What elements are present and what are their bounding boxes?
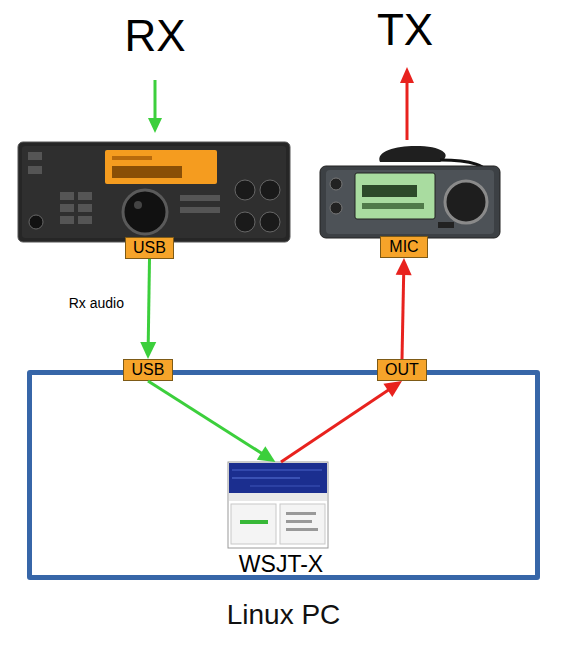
port-tag: OUT xyxy=(377,359,427,381)
tuning-knob xyxy=(123,190,167,234)
node-text: WSJT-X xyxy=(239,550,323,578)
waterfall-trace xyxy=(232,470,322,471)
key-button xyxy=(60,216,74,224)
transmitter-radio xyxy=(320,146,500,238)
node-text: OUT xyxy=(385,361,419,379)
receiver-radio xyxy=(18,142,290,242)
node-text: USB xyxy=(132,361,165,379)
control-bar xyxy=(286,528,318,531)
waterfall-trace xyxy=(250,486,320,487)
signal-label: RX xyxy=(124,11,185,61)
signal-arrow xyxy=(140,259,156,359)
arrow-line xyxy=(148,381,263,454)
port-tag: USB xyxy=(125,237,174,259)
radio-panel xyxy=(326,170,494,234)
key-button xyxy=(28,152,42,160)
radio-panel xyxy=(22,146,286,238)
key-button xyxy=(180,207,220,213)
radio-display xyxy=(105,150,217,184)
key-button xyxy=(60,192,74,200)
edge-label: Rx audio xyxy=(69,295,124,311)
node-text: MIC xyxy=(389,238,418,256)
control-bar xyxy=(240,520,268,524)
signal-arrow xyxy=(396,258,412,359)
decode-pane xyxy=(231,504,276,544)
display-meter xyxy=(112,156,152,160)
display-digits xyxy=(112,166,182,178)
computer-box: Linux PCUSBOUTWSJT-X xyxy=(27,370,540,580)
waterfall xyxy=(229,463,327,493)
arrow-line xyxy=(148,259,149,344)
rx-arrow-head xyxy=(148,118,162,133)
arrow-head xyxy=(140,342,156,359)
key-button xyxy=(438,222,454,228)
window-frame xyxy=(228,462,328,548)
small-knob xyxy=(260,212,280,232)
arrow-head xyxy=(396,258,412,275)
arrow-line xyxy=(281,389,390,462)
small-knob xyxy=(330,202,342,214)
small-knob xyxy=(260,180,280,200)
app-screenshot xyxy=(228,462,328,548)
arrow-line xyxy=(402,273,404,359)
lcd-status xyxy=(362,203,424,209)
knob-dimple xyxy=(134,201,142,209)
tx-arrow-line xyxy=(406,80,409,140)
arrow-head xyxy=(257,446,276,462)
small-knob xyxy=(330,178,342,190)
radio-lcd xyxy=(355,173,435,219)
port-tag: USB xyxy=(123,359,173,381)
tx-arrow-head xyxy=(400,67,414,83)
tuning-knob xyxy=(445,181,487,223)
key-button xyxy=(28,166,42,174)
radio-body xyxy=(320,166,500,238)
signal-arrow xyxy=(281,381,402,462)
node-text: USB xyxy=(133,239,166,257)
spectrum-strip xyxy=(229,493,327,501)
control-bar xyxy=(286,520,312,523)
small-knob xyxy=(235,212,255,232)
key-button xyxy=(180,195,220,201)
signal-label: TX xyxy=(377,5,433,55)
arrow-head xyxy=(383,381,402,397)
decode-pane xyxy=(280,504,325,544)
radio-body xyxy=(18,142,290,242)
lcd-digits xyxy=(362,185,417,197)
waterfall-trace xyxy=(232,478,300,479)
key-button xyxy=(60,204,74,212)
tx-arrow xyxy=(400,67,414,140)
control-bar xyxy=(286,512,316,515)
hand-microphone xyxy=(379,146,445,162)
box-heading: Linux PC xyxy=(32,599,535,631)
phone-jack xyxy=(29,215,43,229)
key-button xyxy=(78,204,92,212)
application-node: WSJT-X xyxy=(225,462,337,578)
key-button xyxy=(78,216,92,224)
small-knob xyxy=(235,180,255,200)
key-button xyxy=(78,192,92,200)
rx-arrow xyxy=(148,80,162,133)
rx-arrow-line xyxy=(154,80,157,120)
port-tag: MIC xyxy=(380,236,428,258)
signal-arrow xyxy=(148,381,275,462)
